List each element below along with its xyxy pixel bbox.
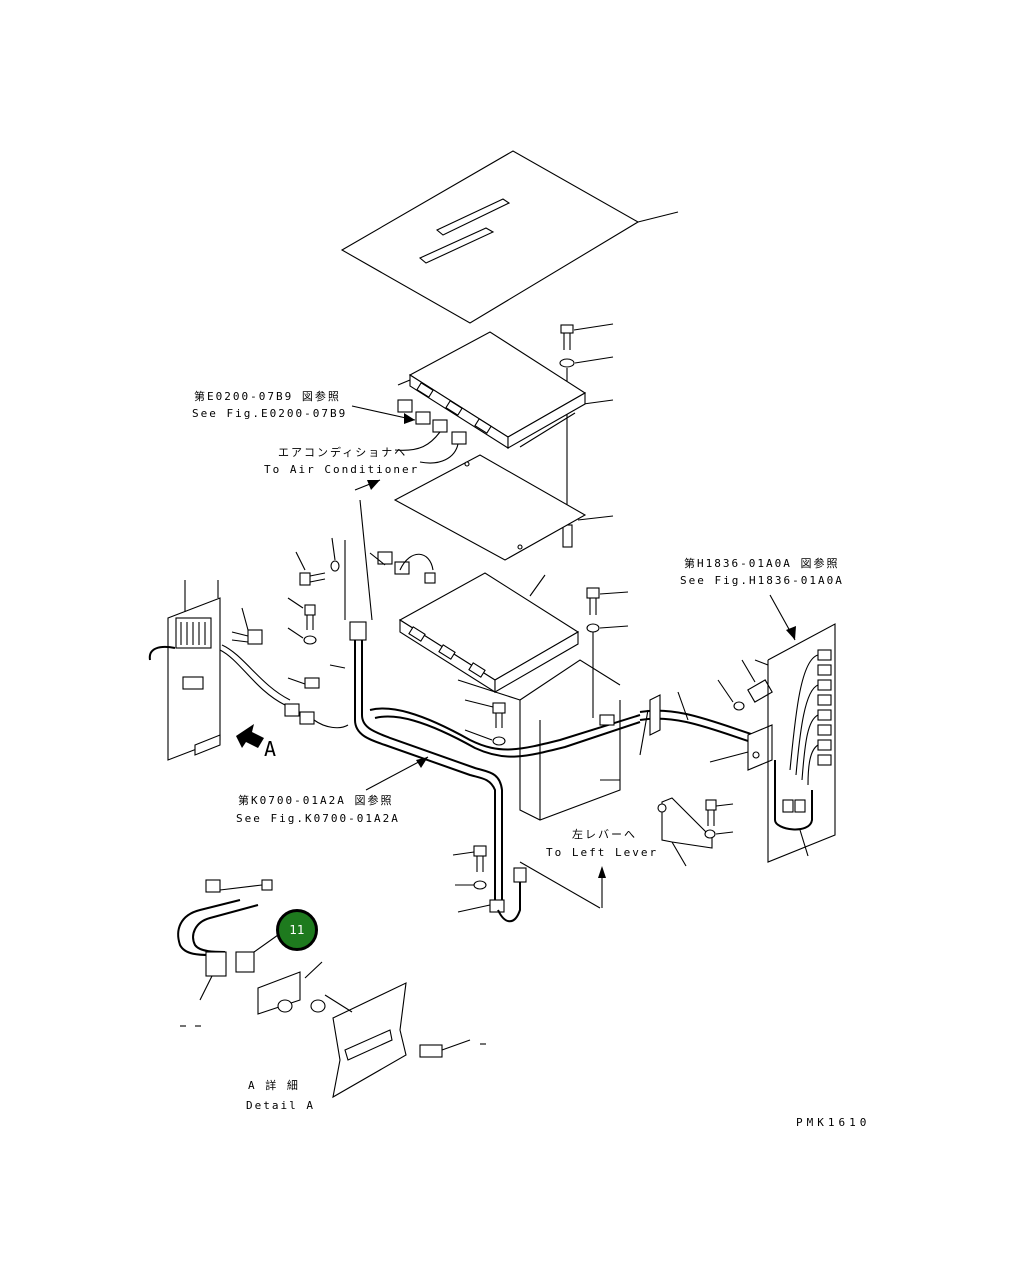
ref-aircon-jp: エアコンディショナヘ	[278, 446, 408, 459]
ref-lever-en: To Left Lever	[546, 846, 659, 859]
callout-badge-11[interactable]: 11	[276, 909, 318, 951]
view-arrow	[236, 724, 264, 748]
left-bracket	[167, 580, 263, 761]
detail-a-jp: A 詳 細	[248, 1079, 300, 1092]
ref-lever-jp: 左レバーへ	[572, 828, 637, 841]
ref-k0700-jp: 第K0700-01A2A 図参照	[238, 794, 394, 807]
middle-hardware	[452, 587, 629, 923]
ref-h1836-jp: 第H1836-01A0A 図参照	[684, 557, 840, 570]
detail-a	[177, 879, 486, 1099]
k0700-arrow	[365, 756, 429, 791]
ref-h1836-en: See Fig.H1836-01A0A	[680, 574, 844, 587]
main-harness	[148, 499, 771, 905]
ref-e0200-en: See Fig.E0200-07B9	[192, 407, 348, 420]
detail-a-en: Detail A	[246, 1099, 315, 1112]
pump-box	[457, 659, 621, 821]
controller-lower	[398, 572, 580, 693]
right-bracket	[639, 594, 836, 867]
ref-aircon-en: To Air Conditioner	[264, 463, 420, 476]
ref-k0700-en: See Fig.K0700-01A2A	[236, 812, 400, 825]
upper-connectors	[351, 399, 467, 464]
controller-upper	[397, 331, 587, 449]
mounting-plate	[354, 454, 587, 561]
ref-e0200-jp: 第E0200-07B9 図参照	[194, 390, 341, 403]
cover-sheet	[340, 150, 679, 324]
left-hardware	[287, 537, 340, 645]
drawing-code: PMK1610	[796, 1116, 871, 1129]
view-arrow-label: A	[264, 737, 279, 761]
